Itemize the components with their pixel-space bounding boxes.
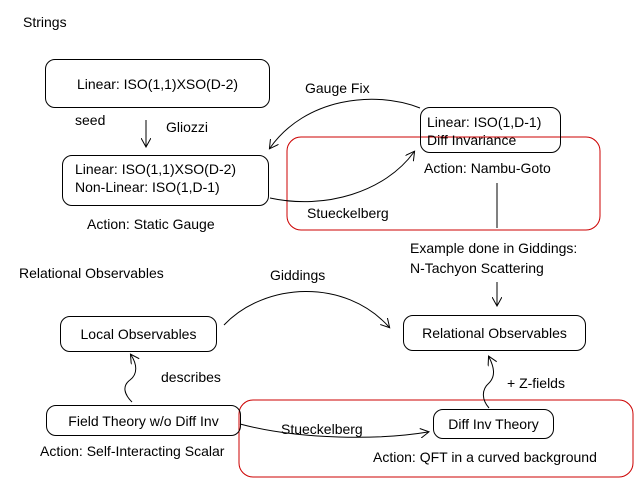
label-z-fields: + Z-fields xyxy=(507,375,565,391)
giddings-arrow xyxy=(223,291,389,327)
label-action-nambu: Action: Nambu-Goto xyxy=(424,160,551,176)
label-action-qft: Action: QFT in a curved background xyxy=(373,449,597,465)
node-label-line2: Non-Linear: ISO(1,D-1) xyxy=(75,179,220,195)
section-title-relational: Relational Observables xyxy=(19,265,164,281)
label-seed: seed xyxy=(75,112,106,128)
section-title-strings: Strings xyxy=(23,14,67,30)
highlight-region-bottom xyxy=(238,399,634,478)
node-label-line1: Linear: ISO(1,1)XSO(D-2) xyxy=(75,161,237,177)
node-linear-iso-so: Linear: ISO(1,1)XSO(D-2) xyxy=(45,59,270,108)
node-label: Linear: ISO(1,1)XSO(D-2) xyxy=(76,75,239,92)
node-relational-observables: Relational Observables xyxy=(403,315,586,351)
label-stueckelberg-top: Stueckelberg xyxy=(307,205,389,221)
z-fields-arrow xyxy=(482,357,493,409)
node-label: Local Observables xyxy=(80,326,197,342)
node-label: Field Theory w/o Diff Inv xyxy=(68,412,219,429)
node-label: Relational Observables xyxy=(422,325,567,341)
node-linear-iso-d: Linear: ISO(1,D-1) Diff Invariance xyxy=(420,107,561,153)
node-label: Diff Inv Theory xyxy=(448,416,539,432)
label-giddings: Giddings xyxy=(270,267,326,283)
label-gliozzi: Gliozzi xyxy=(166,119,209,135)
node-label-line1: Linear: ISO(1,D-1) xyxy=(427,114,542,130)
node-field-theory: Field Theory w/o Diff Inv xyxy=(46,405,241,436)
gauge-fix-arrow xyxy=(270,98,421,148)
describes-arrow xyxy=(124,355,136,403)
stueckelberg-top-arrow xyxy=(269,152,414,203)
label-gauge-fix: Gauge Fix xyxy=(305,80,370,96)
label-example-line1: Example done in Giddings: xyxy=(410,240,578,256)
node-local-observables: Local Observables xyxy=(60,316,217,352)
node-label-line2: Diff Invariance xyxy=(427,132,517,148)
highlight-region-top xyxy=(286,136,601,231)
label-action-self: Action: Self-Interacting Scalar xyxy=(40,443,225,459)
label-action-static: Action: Static Gauge xyxy=(87,216,215,232)
stueckelberg-bottom-arrow xyxy=(239,423,428,437)
label-describes: describes xyxy=(161,369,221,385)
label-stueckelberg-bottom: Stueckelberg xyxy=(281,421,363,437)
label-example-line2: N-Tachyon Scattering xyxy=(410,260,544,276)
node-diff-inv-theory: Diff Inv Theory xyxy=(433,409,554,439)
node-nonlinear-iso: Linear: ISO(1,1)XSO(D-2) Non-Linear: ISO… xyxy=(62,155,269,206)
